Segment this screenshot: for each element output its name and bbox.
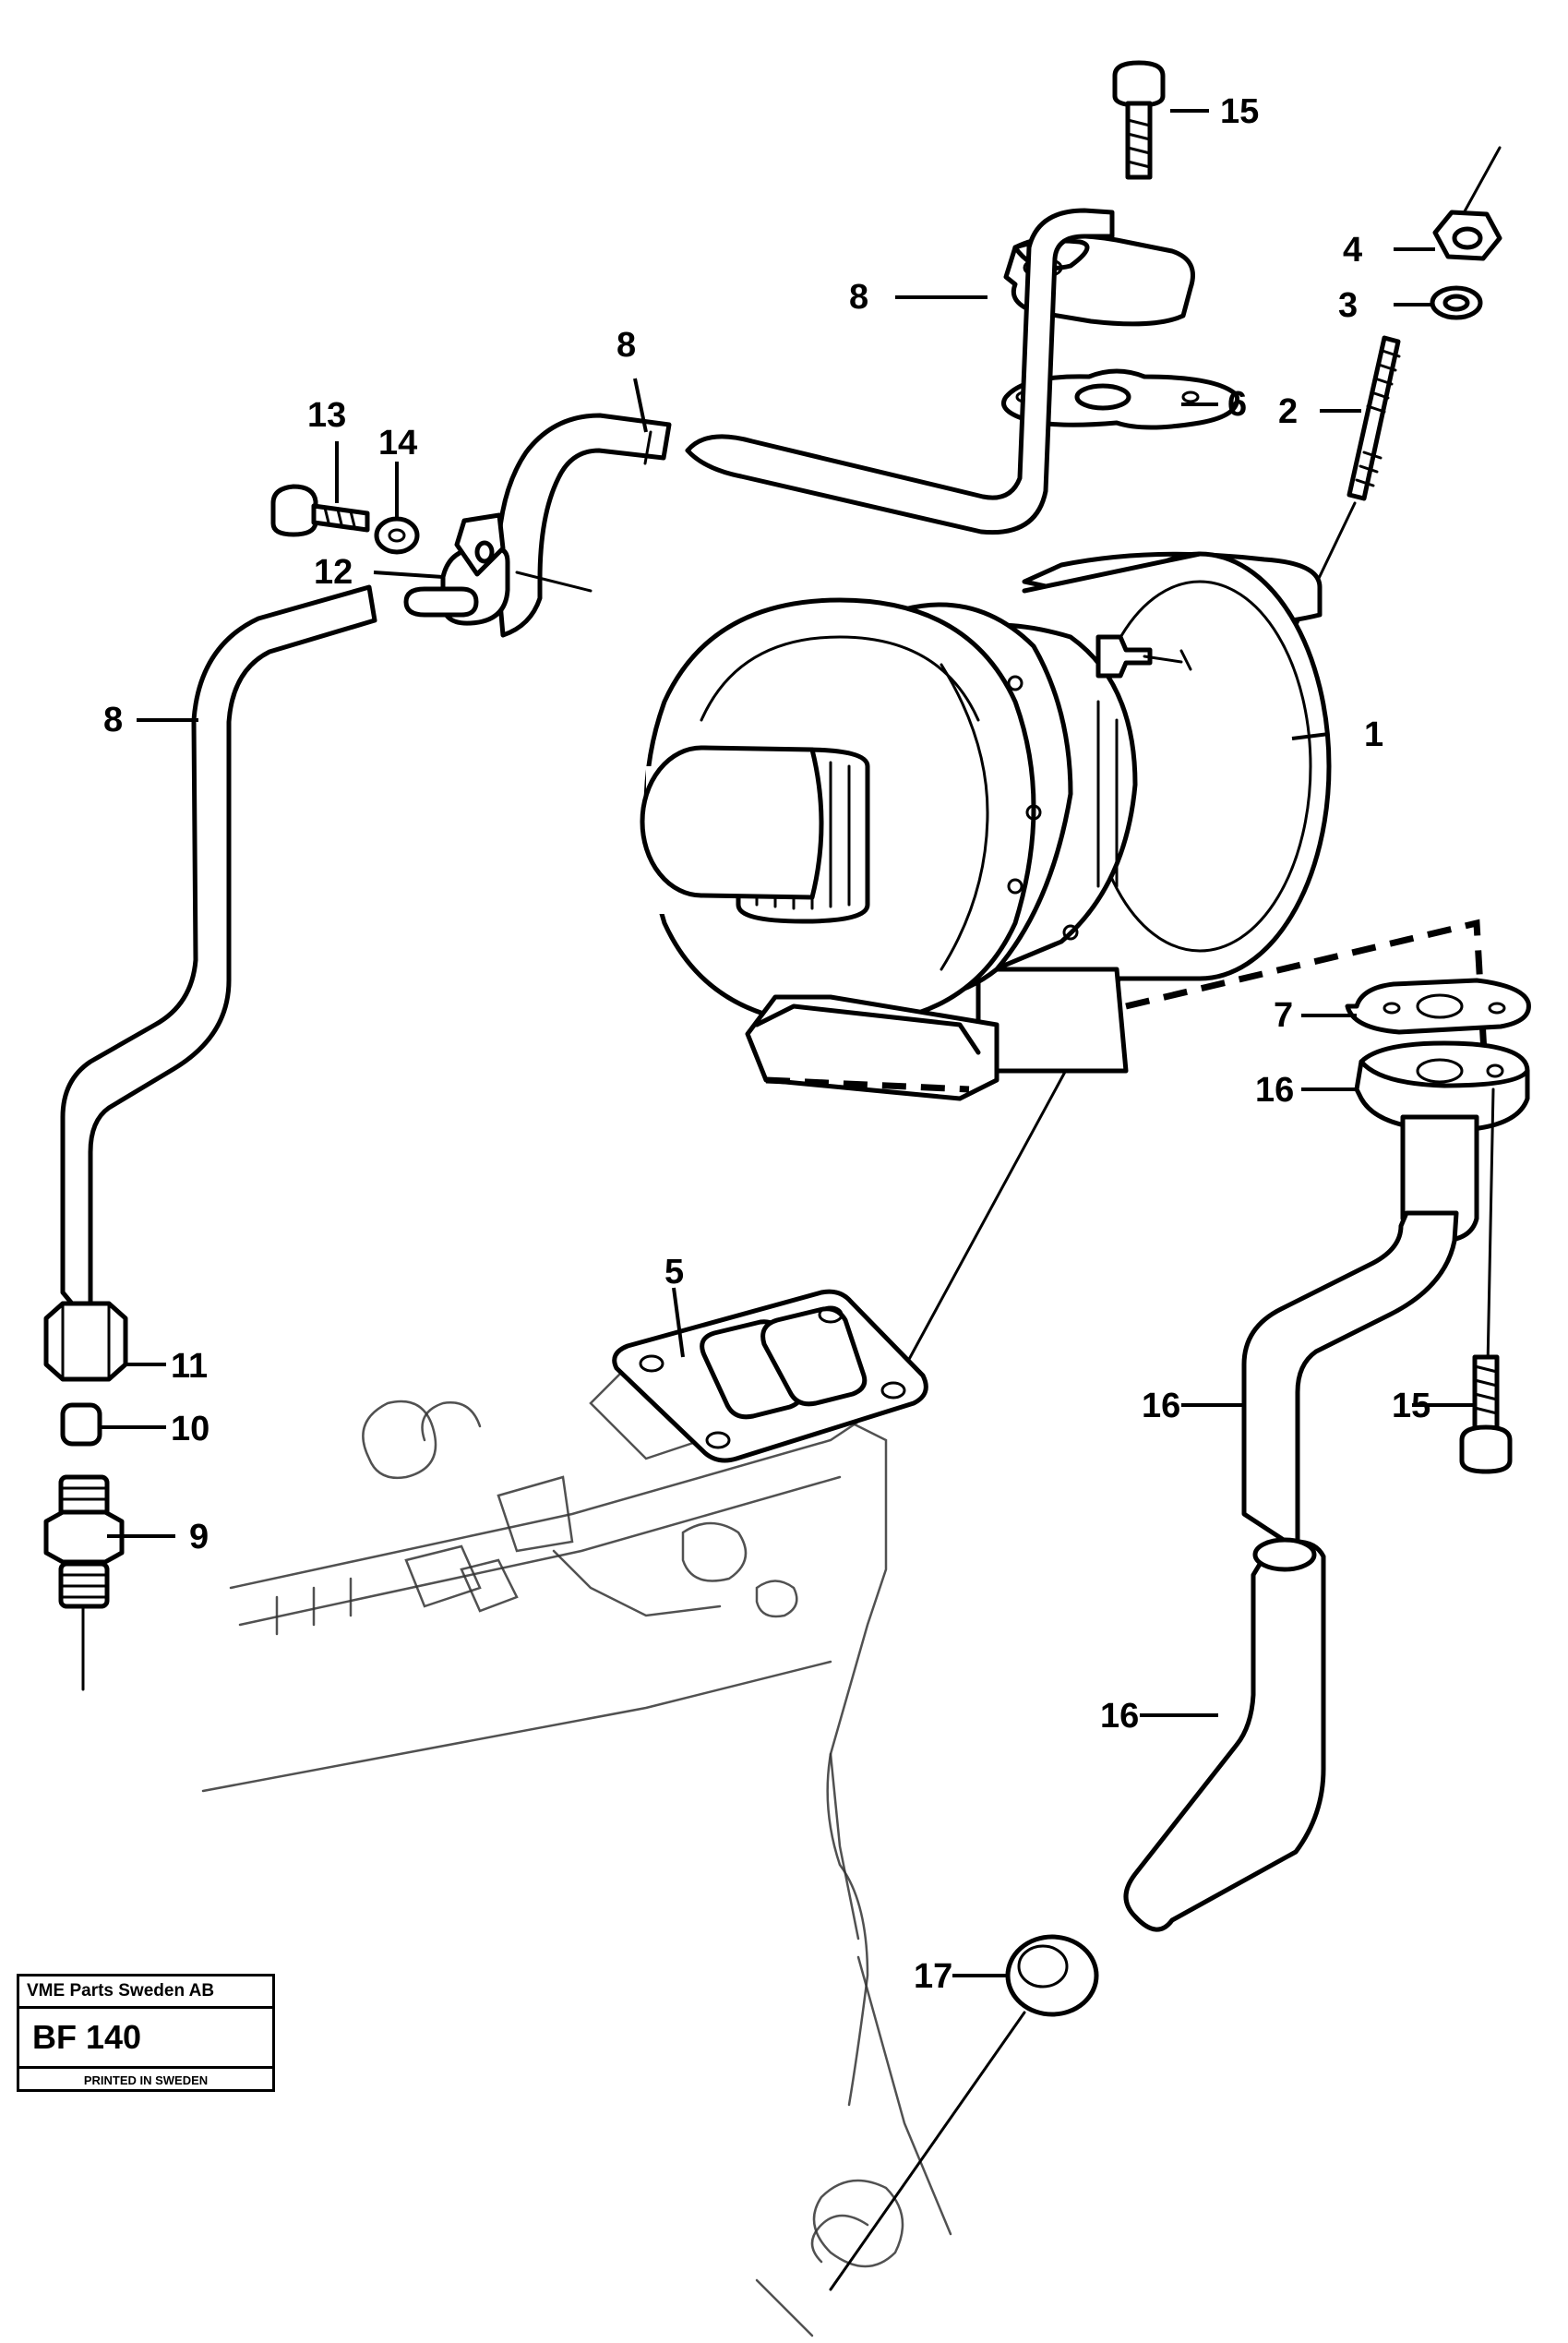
callout-6: 6 bbox=[1227, 385, 1247, 424]
union-nut bbox=[43, 1301, 128, 1382]
callout-3: 3 bbox=[1338, 286, 1358, 325]
clamp-bolt bbox=[270, 484, 370, 537]
engine-block-outline bbox=[201, 1364, 952, 2337]
oil-feed-pipe-lower bbox=[60, 584, 377, 1328]
adapter-nipple bbox=[43, 1474, 125, 1691]
callout-8-upper: 8 bbox=[849, 278, 868, 317]
gasket-exhaust bbox=[612, 1289, 928, 1463]
callout-13: 13 bbox=[307, 396, 346, 435]
oil-return-hose-upper bbox=[1241, 1210, 1459, 1552]
seal-ring bbox=[829, 1934, 1099, 2291]
turbocharger bbox=[640, 551, 1332, 1101]
callout-15-right: 15 bbox=[1392, 1387, 1430, 1425]
callout-2: 2 bbox=[1278, 392, 1298, 431]
callout-9: 9 bbox=[189, 1518, 209, 1556]
gasket-return bbox=[1345, 978, 1531, 1035]
oil-return-hose-lower bbox=[1123, 1537, 1326, 1932]
bolt-right bbox=[1459, 1354, 1513, 1474]
callout-1: 1 bbox=[1364, 715, 1383, 754]
callout-16-flange: 16 bbox=[1255, 1071, 1294, 1110]
oil-feed-pipe-middle bbox=[496, 413, 672, 638]
callout-10: 10 bbox=[171, 1410, 209, 1448]
mounting-indicator-left bbox=[765, 1076, 970, 1093]
oil-feed-pipe-upper bbox=[685, 208, 1195, 535]
pipe-clamp bbox=[403, 512, 592, 626]
nut bbox=[1432, 210, 1502, 261]
callout-leaders bbox=[102, 109, 1475, 1977]
drawing-code: BF 140 bbox=[19, 2009, 272, 2069]
callout-7: 7 bbox=[1274, 996, 1293, 1035]
callout-8-middle: 8 bbox=[616, 326, 636, 365]
callout-11: 11 bbox=[171, 1347, 208, 1386]
title-block: VME Parts Sweden AB BF 140 PRINTED IN SW… bbox=[17, 1974, 275, 2092]
callout-labels: 1 2 3 4 5 6 7 8 8 8 9 10 11 12 13 14 15 … bbox=[103, 92, 1430, 1996]
callout-16-lower-hose: 16 bbox=[1100, 1697, 1139, 1736]
callout-12: 12 bbox=[314, 553, 353, 592]
oil-return-flange bbox=[1354, 1040, 1530, 1368]
printed-note: PRINTED IN SWEDEN bbox=[83, 2073, 209, 2087]
callout-15-top: 15 bbox=[1220, 92, 1259, 131]
bolt-top bbox=[1112, 60, 1166, 180]
callout-8-lower: 8 bbox=[103, 701, 123, 739]
callout-14: 14 bbox=[378, 424, 417, 463]
olive-ring bbox=[60, 1402, 102, 1447]
gasket-upper bbox=[1001, 368, 1239, 430]
callout-4: 4 bbox=[1343, 231, 1362, 270]
callout-16-upper-hose: 16 bbox=[1142, 1387, 1180, 1425]
callout-17: 17 bbox=[914, 1957, 952, 1996]
callout-5: 5 bbox=[664, 1253, 684, 1292]
clamp-washer bbox=[374, 516, 420, 555]
company-name: VME Parts Sweden AB bbox=[19, 1977, 272, 2009]
washer bbox=[1430, 285, 1483, 320]
